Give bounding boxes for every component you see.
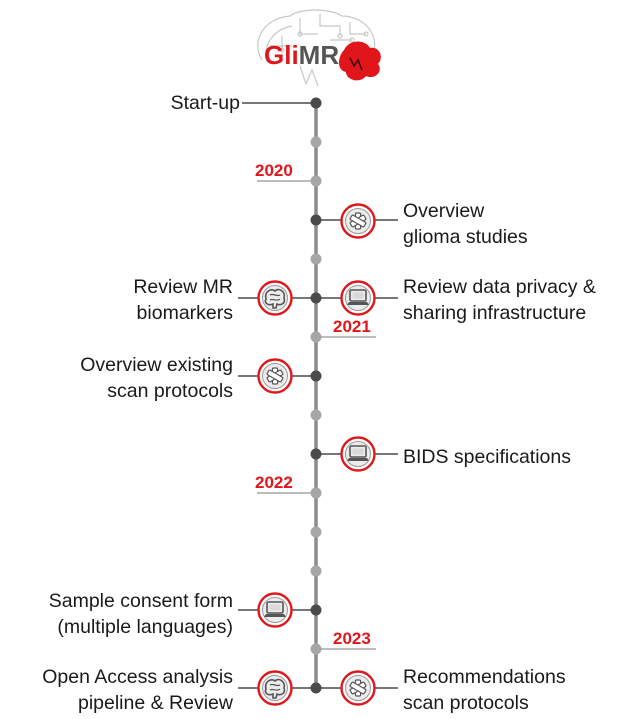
circuit-brain-graphic — [257, 9, 376, 87]
year-label-2021: 2021 — [333, 317, 371, 336]
milestone-text-line: Overview existing — [80, 354, 233, 376]
milestone-label-overview-glioma: Overview glioma studies — [403, 198, 528, 250]
year-label-2022: 2022 — [255, 473, 293, 492]
glimr-logo: GliMR — [257, 9, 381, 87]
laptop-icon — [340, 436, 376, 472]
milestone-text-line: biomarkers — [136, 302, 233, 324]
year-label-2020: 2020 — [255, 161, 293, 180]
timeline-dot — [310, 526, 322, 538]
logo-text-prefix: Gli — [264, 40, 299, 70]
milestone-label-bids: BIDS specifications — [403, 444, 571, 470]
milestone-text-line: glioma studies — [403, 226, 528, 248]
milestone-text-line: (multiple languages) — [57, 616, 233, 638]
logo-pulse-line — [349, 57, 363, 71]
milestone-text-line: scan protocols — [107, 380, 233, 402]
milestone-label-open-access: Open Access analysis pipeline & Review — [42, 664, 233, 716]
medical-star-icon — [340, 670, 376, 706]
milestone-text-line: Open Access analysis — [42, 666, 233, 688]
milestone-node — [310, 214, 322, 226]
milestone-node — [310, 604, 322, 616]
milestone-node — [310, 370, 322, 382]
milestone-text-line: pipeline & Review — [77, 692, 233, 714]
milestone-label-consent: Sample consent form (multiple languages) — [49, 588, 233, 640]
milestone-text-line: Sample consent form — [48, 590, 233, 612]
milestone-node — [310, 682, 322, 694]
milestone-label-review-mr: Review MR biomarkers — [133, 274, 233, 326]
milestone-label-startup: Start-up — [171, 90, 240, 116]
milestone-text-line: sharing infrastructure — [403, 302, 587, 324]
brain-icon — [257, 280, 293, 316]
milestone-label-review-privacy: Review data privacy & sharing infrastruc… — [403, 274, 596, 326]
laptop-icon — [340, 280, 376, 316]
milestone-label-recommendations: Recommendations scan protocols — [403, 664, 566, 716]
logo-text-suffix: MR — [299, 40, 340, 70]
laptop-icon — [257, 592, 293, 628]
milestone-text-line: Overview — [403, 200, 485, 222]
milestone-text-line: BIDS specifications — [403, 446, 571, 468]
year-label-2023: 2023 — [333, 629, 371, 648]
brain-icon — [257, 670, 293, 706]
milestone-text-line: Recommendations — [403, 666, 566, 688]
milestone-text-line: Review MR — [133, 276, 233, 298]
timeline-dot — [310, 487, 322, 499]
timeline-dot — [310, 643, 322, 655]
milestone-text-line: Review data privacy & — [403, 276, 596, 298]
medical-star-icon — [257, 358, 293, 394]
milestone-text-line: scan protocols — [403, 692, 529, 714]
timeline-dot — [310, 565, 322, 577]
medical-star-icon — [340, 203, 376, 239]
logo-text: GliMR — [264, 40, 339, 70]
timeline-dot — [310, 253, 322, 265]
timeline-dot — [310, 175, 322, 187]
milestone-node — [310, 97, 322, 109]
timeline-dot — [310, 136, 322, 148]
milestone-text-line: Start-up — [170, 92, 240, 114]
timeline-dot — [310, 331, 322, 343]
milestone-node — [310, 292, 322, 304]
milestone-node — [310, 448, 322, 460]
timeline-dot — [310, 409, 322, 421]
milestone-label-overview-protocols: Overview existing scan protocols — [80, 352, 233, 404]
logo-red-splat — [339, 41, 381, 81]
